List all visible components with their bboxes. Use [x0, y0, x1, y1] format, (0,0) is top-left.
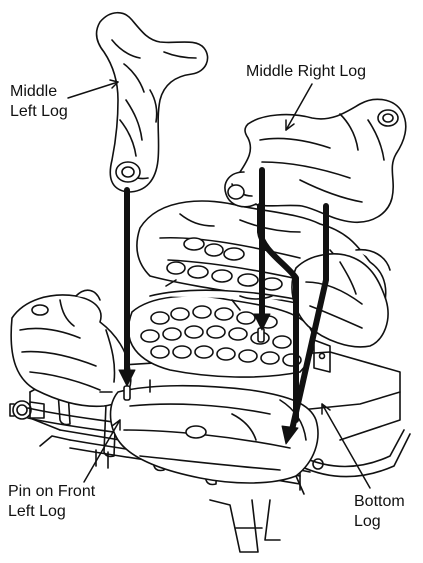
label-pin-on-front-left-log-line1: Pin on Front — [8, 482, 95, 502]
front-left-log-pin — [124, 386, 130, 400]
label-bottom-log-line1: Bottom — [354, 492, 405, 512]
middle-right-log-pin — [258, 328, 264, 342]
label-pin-on-front-left-log-line2: Left Log — [8, 502, 95, 522]
middle-left-log — [97, 13, 208, 192]
label-middle-right-log: Middle Right Log — [246, 62, 366, 82]
label-bottom-log-line2: Log — [354, 512, 405, 532]
label-middle-right-log-text: Middle Right Log — [246, 62, 366, 82]
front-left-log — [11, 290, 131, 406]
middle-right-log — [225, 99, 406, 222]
label-middle-left-log: Middle Left Log — [10, 82, 68, 122]
label-middle-left-log-line2: Left Log — [10, 102, 68, 122]
label-middle-left-log-line1: Middle — [10, 82, 68, 102]
label-pin-on-front-left-log: Pin on Front Left Log — [8, 482, 95, 522]
label-bottom-log: Bottom Log — [354, 492, 405, 532]
